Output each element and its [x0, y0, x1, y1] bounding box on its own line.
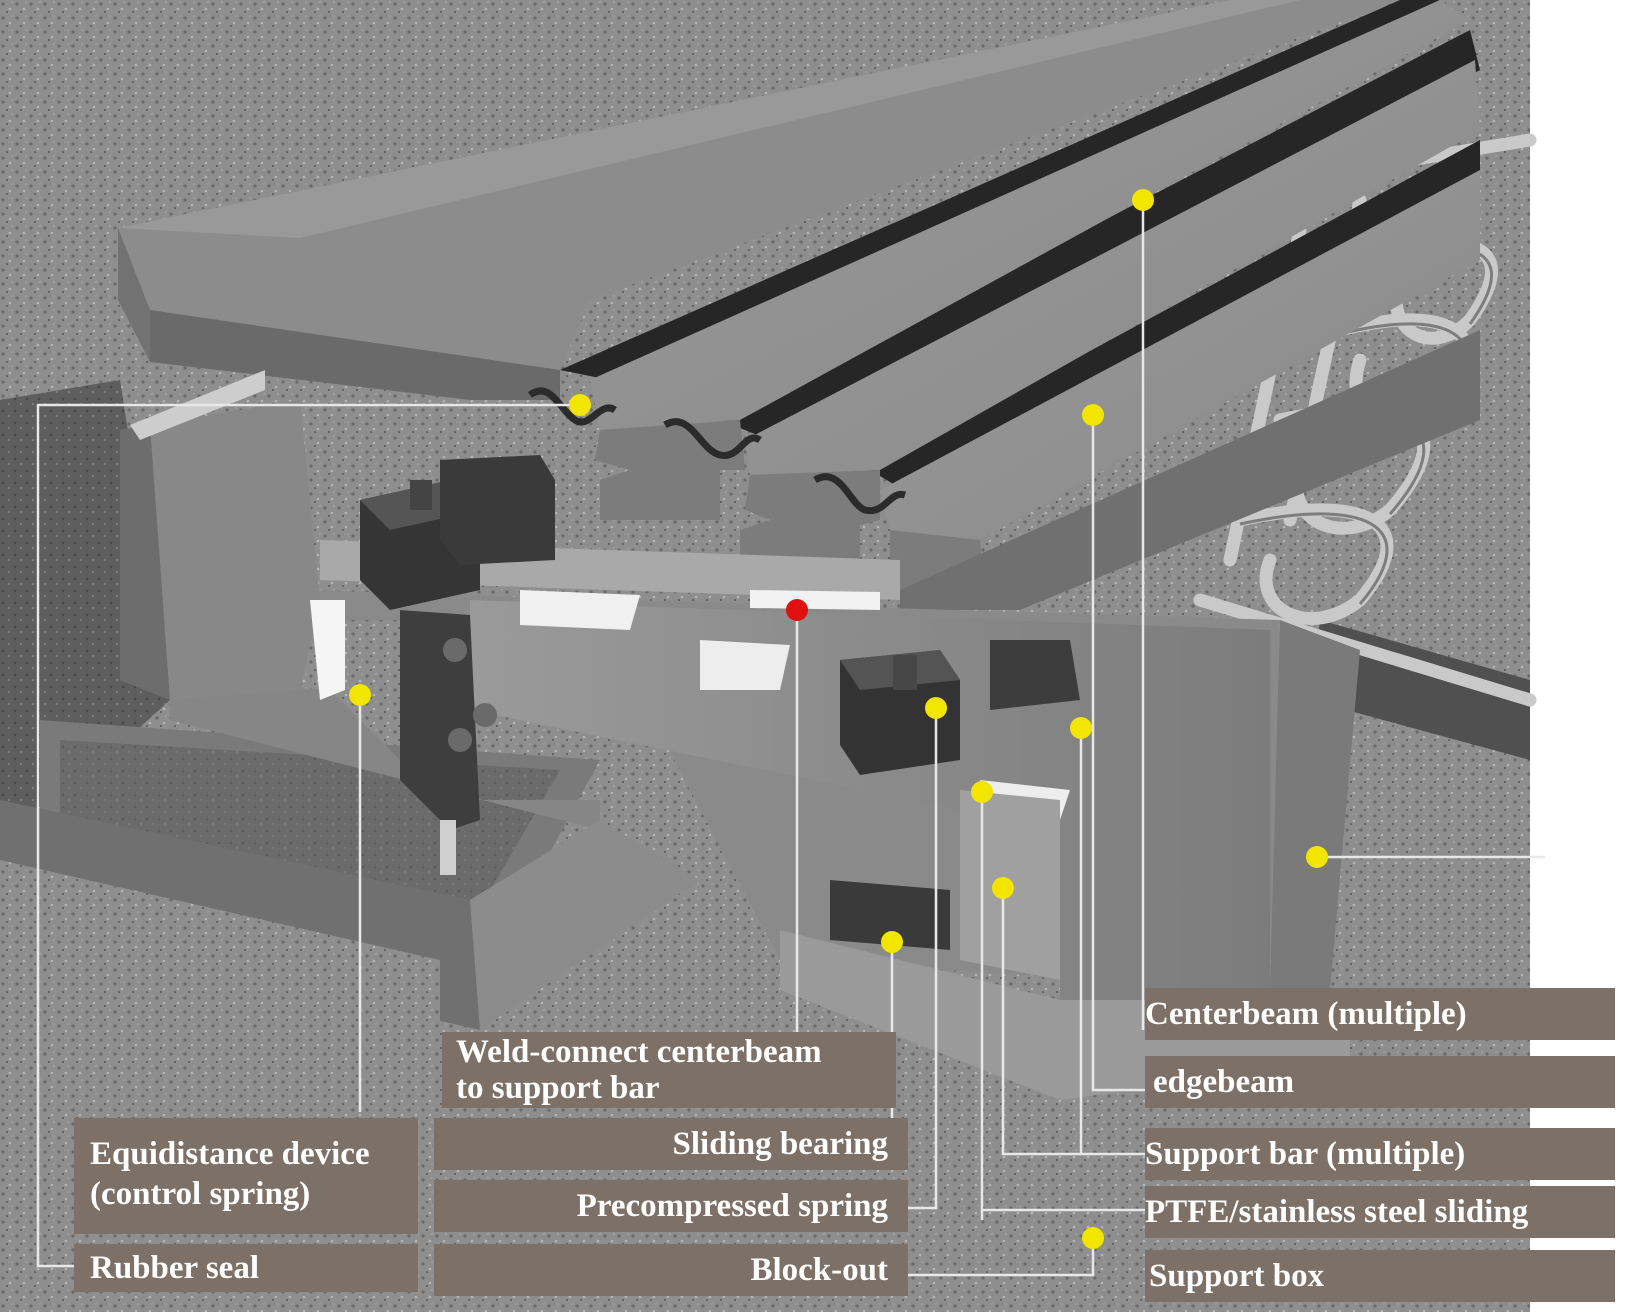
marker-sliding-bearing	[881, 931, 903, 953]
label-ptfe: PTFE/stainless steel sliding	[1145, 1186, 1615, 1238]
label-rubber-seal: Rubber seal	[74, 1244, 418, 1292]
marker-support-bar-2	[992, 877, 1014, 899]
label-centerbeam-text: Centerbeam (multiple)	[1145, 996, 1467, 1032]
label-support-bar: Support bar (multiple)	[1145, 1128, 1615, 1180]
label-precompressed-spring: Precompressed spring	[434, 1180, 908, 1232]
marker-rubber-seal	[569, 394, 591, 416]
label-weld-line2: to support bar	[456, 1070, 660, 1106]
marker-support-box	[1306, 846, 1328, 868]
label-ptfe-text: PTFE/stainless steel sliding	[1145, 1194, 1529, 1230]
beam-gaps	[560, 0, 1480, 500]
label-equidistance-line1: Equidistance device	[90, 1136, 370, 1172]
marker-weld	[786, 599, 808, 621]
marker-support-bar	[1070, 717, 1092, 739]
marker-edgebeam	[1082, 404, 1104, 426]
label-support-box-text: Support box	[1149, 1258, 1325, 1294]
rubber-seals	[527, 387, 907, 515]
label-weld-connect: Weld-connect centerbeam to support bar	[442, 1032, 896, 1108]
marker-centerbeam	[1132, 189, 1154, 211]
label-weld-line1: Weld-connect centerbeam	[456, 1034, 822, 1070]
label-block-out-text: Block-out	[750, 1252, 888, 1288]
label-precompressed-spring-text: Precompressed spring	[576, 1188, 888, 1224]
control-spring-blocks	[130, 370, 1080, 875]
label-edgebeam-text: edgebeam	[1153, 1064, 1295, 1100]
leader-lines	[36, 200, 1545, 1277]
label-block-out: Block-out	[434, 1244, 908, 1296]
marker-ptfe	[971, 781, 993, 803]
label-equidistance-line2: (control spring)	[90, 1176, 311, 1212]
label-support-box: Support box	[1145, 1250, 1615, 1302]
label-rubber-seal-text: Rubber seal	[90, 1250, 259, 1286]
label-edgebeam: edgebeam	[1145, 1056, 1615, 1108]
label-sliding-bearing: Sliding bearing	[434, 1118, 908, 1170]
marker-precompressed-spring	[925, 697, 947, 719]
label-centerbeam: Centerbeam (multiple)	[1145, 988, 1615, 1040]
label-equidistance-device: Equidistance device (control spring)	[74, 1118, 418, 1234]
label-sliding-bearing-text: Sliding bearing	[672, 1126, 888, 1162]
marker-equidistance	[349, 684, 371, 706]
edgebeam-slab	[118, 0, 1400, 400]
markers	[349, 189, 1328, 1249]
marker-block-out	[1082, 1227, 1104, 1249]
label-support-bar-text: Support bar (multiple)	[1145, 1136, 1466, 1172]
